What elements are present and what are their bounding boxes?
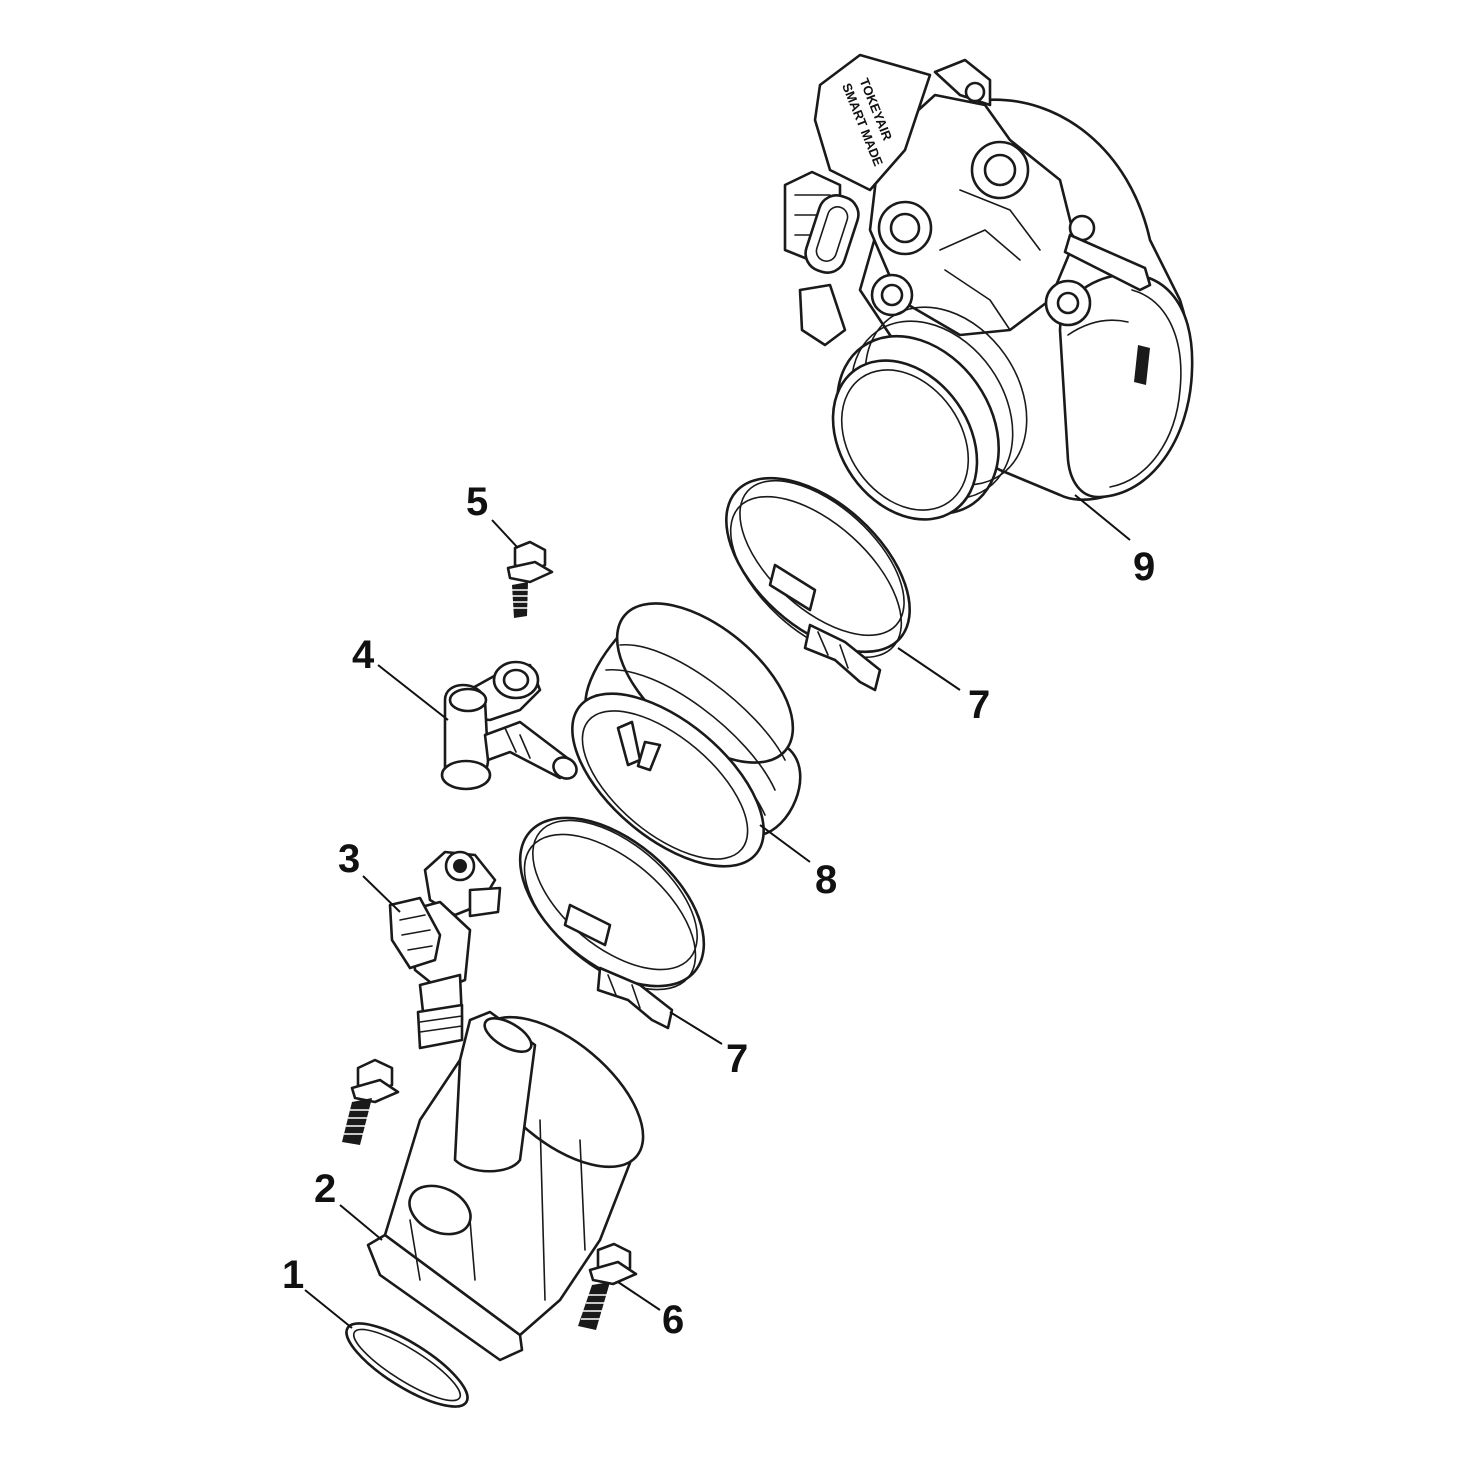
callout-1: 1 bbox=[282, 1253, 304, 1297]
callout-4: 4 bbox=[352, 633, 375, 677]
bolt-upper bbox=[506, 540, 554, 618]
callout-6: 6 bbox=[662, 1298, 684, 1342]
o-ring bbox=[345, 1322, 469, 1408]
callout-numbers: 1 2 3 4 5 6 7 7 8 9 bbox=[282, 480, 1155, 1342]
fuel-fitting bbox=[440, 660, 578, 791]
callout-9: 9 bbox=[1133, 545, 1155, 589]
hose-clamp-lower bbox=[518, 816, 706, 1030]
fuel-injector bbox=[388, 850, 502, 1050]
bolt-left bbox=[342, 1058, 400, 1145]
callout-3: 3 bbox=[338, 837, 360, 881]
hose-clamp-upper bbox=[725, 476, 911, 692]
callout-5: 5 bbox=[466, 480, 488, 524]
throttle-body: TOKEYAIR SMART MADE bbox=[783, 53, 1194, 521]
callout-7-upper: 7 bbox=[968, 683, 990, 727]
rubber-intake-boot bbox=[571, 602, 802, 868]
intake-manifold bbox=[366, 1010, 645, 1362]
callout-2: 2 bbox=[314, 1167, 336, 1211]
callout-7-lower: 7 bbox=[726, 1037, 748, 1081]
callout-8: 8 bbox=[815, 858, 837, 902]
callout-leaders bbox=[304, 494, 1131, 1329]
bolt-lower bbox=[578, 1242, 638, 1330]
